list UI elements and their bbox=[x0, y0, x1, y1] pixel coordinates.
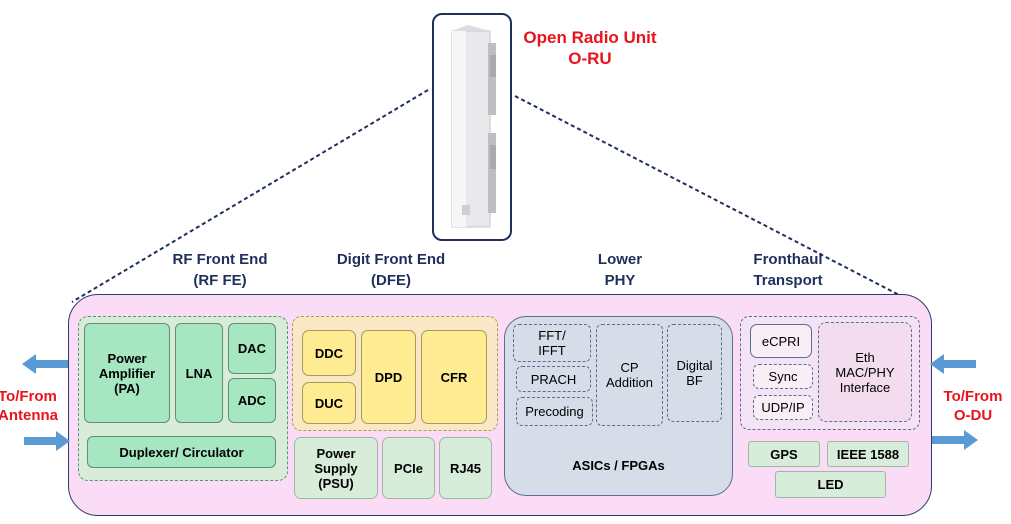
arrow-left-icon bbox=[930, 354, 976, 374]
pcie-label: PCIe bbox=[394, 460, 423, 476]
bf-line2: BF bbox=[686, 373, 703, 388]
antenna-label: To/From Antenna bbox=[0, 387, 78, 425]
heading-dfe-line2: (DFE) bbox=[371, 272, 411, 289]
arrow-left-icon bbox=[22, 354, 68, 374]
eth-line2: MAC/PHY bbox=[835, 364, 895, 380]
ecpri-label: eCPRI bbox=[761, 333, 801, 349]
fft-line2: IFFT bbox=[538, 343, 566, 358]
cfr-block: CFR bbox=[421, 330, 487, 424]
odu-line2: O-DU bbox=[953, 407, 993, 424]
pa-line3: (PA) bbox=[114, 380, 140, 396]
asics-fpgas-label: ASICs / FPGAs bbox=[504, 456, 733, 474]
antenna-line1: To/From bbox=[0, 388, 57, 405]
adc-block: ADC bbox=[228, 378, 276, 423]
rj45-label: RJ45 bbox=[449, 460, 482, 476]
duplexer-label: Duplexer/ Circulator bbox=[119, 444, 244, 460]
heading-fh-line1: Fronthaul bbox=[753, 251, 823, 268]
led-block: LED bbox=[775, 471, 886, 498]
gps-label: GPS bbox=[770, 446, 798, 462]
antenna-line2: Antenna bbox=[0, 407, 58, 424]
prach-label: PRACH bbox=[530, 371, 577, 387]
pa-line2: Amplifier bbox=[98, 365, 156, 381]
heading-rf-front-end: RF Front End (RF FE) bbox=[150, 249, 290, 291]
heading-fronthaul: Fronthaul Transport bbox=[728, 249, 848, 291]
heading-phy-line1: Lower bbox=[597, 251, 643, 268]
heading-phy-line2: PHY bbox=[604, 272, 636, 289]
rj45-block: RJ45 bbox=[439, 437, 492, 499]
precoding-block: Precoding bbox=[516, 397, 593, 426]
sync-block: Sync bbox=[753, 364, 813, 389]
cp-line1: CP bbox=[620, 360, 639, 375]
gps-block: GPS bbox=[748, 441, 820, 467]
unit-title: Open Radio Unit O-RU bbox=[508, 27, 672, 69]
odu-label: To/From O-DU bbox=[938, 387, 1008, 425]
dpd-block: DPD bbox=[361, 330, 416, 424]
unit-title-line1: Open Radio Unit bbox=[523, 28, 657, 47]
duc-block: DUC bbox=[302, 382, 356, 424]
power-amplifier-block: Power Amplifier (PA) bbox=[84, 323, 170, 423]
led-label: LED bbox=[817, 477, 844, 492]
ecpri-block: eCPRI bbox=[750, 324, 812, 358]
asics-text: ASICs / FPGAs bbox=[572, 457, 665, 473]
dac-label: DAC bbox=[237, 341, 267, 356]
fft-line1: FFT/ bbox=[538, 328, 566, 343]
udpip-block: UDP/IP bbox=[753, 395, 813, 420]
udpip-label: UDP/IP bbox=[761, 400, 805, 415]
psu-line2: Supply bbox=[314, 460, 358, 476]
duplexer-block: Duplexer/ Circulator bbox=[87, 436, 276, 468]
heading-fh-line2: Transport bbox=[753, 272, 823, 289]
radio-unit-device-icon bbox=[432, 13, 512, 241]
odu-line1: To/From bbox=[943, 388, 1003, 405]
dpd-label: DPD bbox=[374, 369, 403, 385]
psu-block: Power Supply (PSU) bbox=[294, 437, 378, 499]
heading-lower-phy: Lower PHY bbox=[570, 249, 670, 291]
heading-rf-line1: RF Front End bbox=[172, 251, 268, 268]
eth-line3: Interface bbox=[839, 379, 891, 395]
lna-block: LNA bbox=[175, 323, 223, 423]
eth-interface-block: Eth MAC/PHY Interface bbox=[818, 322, 912, 422]
unit-title-line2: O-RU bbox=[568, 49, 612, 68]
fft-block: FFT/ IFFT bbox=[513, 324, 591, 362]
cfr-label: CFR bbox=[440, 369, 468, 385]
adc-label: ADC bbox=[237, 393, 267, 408]
eth-line1: Eth bbox=[855, 349, 875, 365]
ieee1588-label: IEEE 1588 bbox=[836, 446, 900, 462]
duc-label: DUC bbox=[314, 395, 344, 411]
ddc-label: DDC bbox=[314, 345, 344, 361]
ddc-block: DDC bbox=[302, 330, 356, 376]
psu-line1: Power bbox=[316, 445, 356, 461]
ieee1588-block: IEEE 1588 bbox=[827, 441, 909, 467]
heading-digit-front-end: Digit Front End (DFE) bbox=[316, 249, 466, 291]
pcie-block: PCIe bbox=[382, 437, 435, 499]
cp-line2: Addition bbox=[606, 375, 653, 390]
sync-label: Sync bbox=[768, 369, 798, 384]
digital-bf-block: Digital BF bbox=[667, 324, 722, 422]
psu-line3: (PSU) bbox=[318, 475, 354, 491]
arrow-right-icon bbox=[24, 431, 70, 451]
cp-addition-block: CP Addition bbox=[596, 324, 663, 426]
bf-line1: Digital bbox=[676, 358, 713, 373]
prach-block: PRACH bbox=[516, 366, 591, 392]
dac-block: DAC bbox=[228, 323, 276, 374]
heading-dfe-line1: Digit Front End bbox=[336, 251, 446, 268]
lna-label: LNA bbox=[185, 365, 213, 381]
arrow-right-icon bbox=[932, 430, 978, 450]
pa-line1: Power bbox=[107, 350, 147, 366]
heading-rf-line2: (RF FE) bbox=[193, 272, 247, 289]
precoding-label: Precoding bbox=[525, 404, 584, 419]
